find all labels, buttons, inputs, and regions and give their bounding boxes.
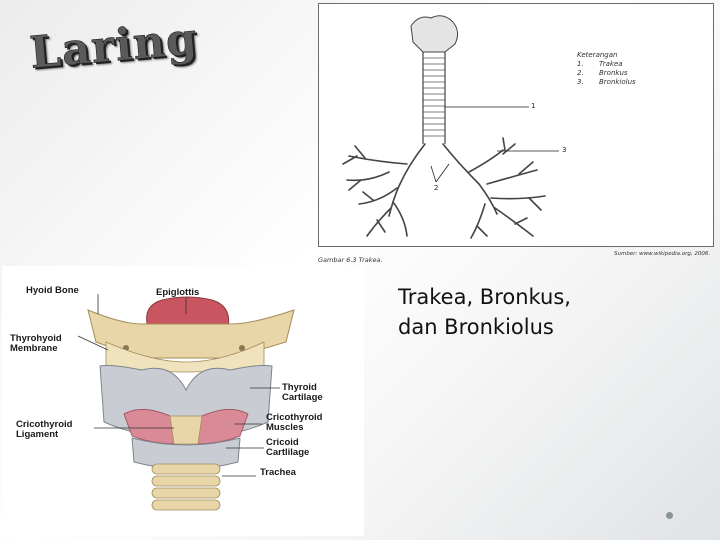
legend-item-label: Bronkus: [599, 69, 628, 77]
legend-item-label: Bronkiolus: [599, 78, 636, 86]
caption-line-1: Trakea, Bronkus,: [398, 285, 571, 309]
slide-title: Laring: [27, 13, 200, 79]
legend-item: 3. Bronkiolus: [577, 78, 636, 87]
legend-item-number: 2.: [577, 69, 584, 77]
label-cricothyroid-ligament: Cricothyroid Ligament: [16, 419, 73, 440]
legend-item: 2. Bronkus: [577, 69, 636, 78]
figure-legend: Keterangan 1. Trakea 2. Bronkus 3. Bronk…: [577, 51, 636, 87]
label-thyrohyoid-membrane: Thyrohyoid Membrane: [10, 333, 62, 354]
legend-item-number: 3.: [577, 78, 584, 86]
legend-item-number: 1.: [577, 60, 584, 68]
trachea-illustration: [342, 15, 559, 239]
figure-source: Sumber: www.wikipedia.org, 2006.: [614, 251, 711, 257]
callout-2: 2: [434, 184, 439, 192]
label-hyoid-bone: Hyoid Bone: [26, 285, 79, 296]
label-cricothyroid-muscles: Cricothyroid Muscles: [266, 412, 323, 433]
slide-bullet-dot: [666, 512, 673, 519]
callout-1: 1: [531, 102, 536, 110]
larynx-figure: Hyoid Bone Epiglottis Thyrohyoid Membran…: [2, 266, 364, 536]
legend-item: 1. Trakea: [577, 60, 636, 69]
caption-line-2: dan Bronkiolus: [398, 315, 554, 339]
legend-title: Keterangan: [577, 51, 618, 59]
label-epiglottis: Epiglottis: [156, 287, 200, 298]
larynx-illustration: [77, 294, 295, 511]
label-thyroid-cartilage: Thyroid Cartilage: [282, 382, 323, 403]
label-trachea: Trachea: [260, 467, 296, 478]
slide-caption: Trakea, Bronkus, dan Bronkiolus: [398, 282, 571, 342]
figure-caption: Gambar 6.3 Trakea.: [318, 256, 383, 264]
label-cricoid-cartilage: Cricoid Cartlilage: [266, 437, 310, 458]
callout-3: 3: [562, 146, 567, 154]
legend-item-label: Trakea: [599, 60, 623, 68]
trachea-bronchi-figure: Keterangan 1. Trakea 2. Bronkus 3. Bronk…: [318, 3, 714, 247]
